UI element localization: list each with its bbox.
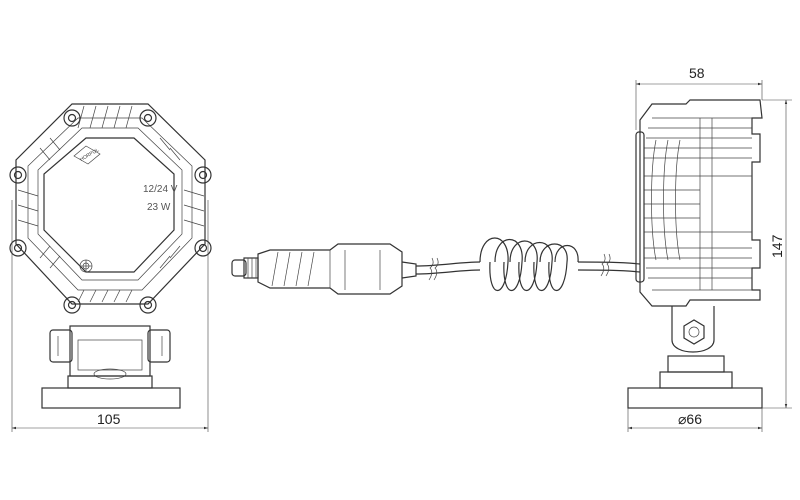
cable-straight (415, 261, 481, 267)
dim-side-width: 58 (635, 65, 763, 130)
side-base (627, 387, 763, 409)
dim-label-58: 58 (689, 65, 705, 81)
front-bracket (49, 325, 171, 389)
dim-front-width: 105 (11, 200, 209, 432)
voltage-label: 12/24 V (143, 184, 178, 195)
vent-icon (79, 259, 93, 273)
cable-plug-assembly (231, 237, 641, 295)
side-view: 58 147 ⌀66 (627, 65, 792, 432)
dim-base-diameter: ⌀66 (627, 408, 763, 432)
side-housing (639, 99, 763, 307)
brand-badge: HORPOL (73, 145, 101, 165)
front-housing-rib-2 (37, 127, 183, 281)
dim-label-147: 147 (769, 234, 785, 258)
plug-tip (231, 259, 247, 277)
front-view: HORPOL 12/24 V 23 W 105 (9, 103, 212, 432)
front-base (41, 387, 181, 409)
cable-coil (479, 237, 579, 292)
front-lens (43, 137, 175, 273)
side-mount (659, 306, 733, 389)
side-lens (635, 131, 645, 283)
front-rib-hatch (17, 105, 205, 303)
power-label: 23 W (147, 202, 171, 213)
front-housing-outer (15, 103, 206, 305)
dim-label-diameter: ⌀66 (678, 411, 702, 427)
dim-label-105: 105 (97, 411, 121, 427)
side-fins (644, 117, 752, 291)
front-bolts (9, 109, 212, 314)
front-housing-rib (27, 117, 193, 291)
dim-side-height: 147 (762, 99, 792, 409)
